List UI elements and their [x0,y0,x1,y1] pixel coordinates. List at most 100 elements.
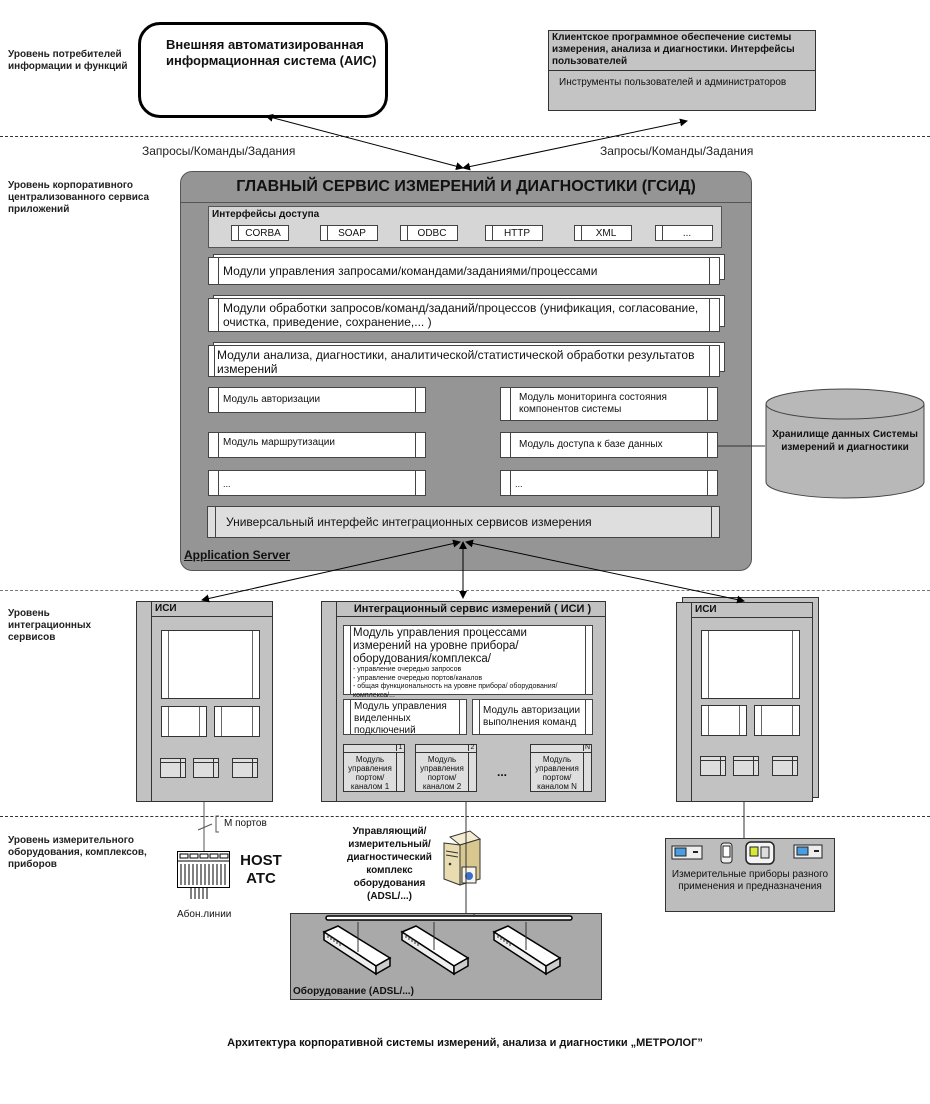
isi-small-block [232,758,258,778]
universal-interface[interactable]: Универсальный интерфейс интеграционных с… [207,506,720,538]
switch-icon-2 [398,922,478,985]
data-storage-label: Хранилище данных Системы измерений и диа… [772,429,918,453]
port-number: N [583,744,591,751]
isi-side-bar [322,602,337,801]
m-ports-bracket [215,815,219,833]
process-item: - общая функциональность на уровне прибо… [353,683,558,699]
control-modules[interactable]: Модули управления запросами/командами/за… [208,257,720,285]
port-module-2[interactable]: 2 Модуль управления портом/ каналом 2 [415,744,477,792]
monitoring-module-label: Модуль мониторинга состояния компонентов… [510,388,708,420]
port-label: Модуль управления портом/ каналом 1 [348,755,392,791]
analysis-modules[interactable]: Модули анализа, диагностики, аналитическ… [208,345,720,377]
auth-module-label: Модуль авторизации [218,388,416,412]
command-auth-module-label: Модуль авторизации выполнения команд [479,700,586,734]
protocol-http[interactable]: HTTP [485,225,543,241]
port-label: Модуль управления портом/ каналом 2 [420,755,464,791]
isi-block [161,630,260,699]
external-ais-box[interactable]: Внешняя автоматизированная информационна… [138,22,388,118]
port-header [344,745,404,753]
isi-block [701,705,747,736]
port-number: 1 [396,744,404,751]
switch-icon-1 [320,922,400,985]
gsid-title: ГЛАВНЫЙ СЕРВИС ИЗМЕРЕНИЙ И ДИАГНОСТИКИ (… [181,172,751,203]
application-server-label: Application Server [184,548,291,562]
universal-interface-label: Универсальный интерфейс интеграционных с… [215,507,712,537]
data-storage[interactable]: Хранилище данных Системы измерений и диа… [765,388,925,500]
isi-left[interactable]: ИСИ [136,601,273,802]
m-ports-label: М портов [224,818,267,829]
isi-block [701,630,800,699]
database-cylinder-icon [765,388,925,499]
process-control-module[interactable]: Модуль управления процессами измерений н… [343,625,593,699]
other-module-right-label: ... [510,471,708,495]
control-modules-label: Модули управления запросами/командами/за… [218,258,710,284]
auth-module[interactable]: Модуль авторизации [208,387,426,413]
arrow-ais-gsid [265,113,464,171]
port-module-1[interactable]: 1 Модуль управления портом/ каналом 1 [343,744,405,792]
routing-module-label: Модуль маршрутизации [218,433,416,457]
isi-side-bar [137,602,152,801]
level-separator [0,590,930,591]
switch-icon-3 [490,922,570,985]
routing-module[interactable]: Модуль маршрутизации [208,432,426,458]
port-divider [468,752,469,791]
requests-label-left: Запросы/Команды/Задания [142,144,296,158]
diagram-caption: Архитектура корпоративной системы измере… [227,1037,703,1049]
processing-modules-label: Модули обработки запросов/команд/заданий… [218,299,710,331]
db-access-module-label: Модуль доступа к базе данных [510,433,708,457]
monitoring-module[interactable]: Модуль мониторинга состояния компонентов… [500,387,718,421]
port-header [416,745,476,753]
isi-left-title: ИСИ [151,602,272,617]
protocol-xml[interactable]: XML [574,225,632,241]
line-m-ports-slash [197,823,213,831]
requests-label-right: Запросы/Команды/Задания [600,144,754,158]
isi-block [754,705,800,736]
process-item: - управление очередью запросов [353,666,462,673]
db-access-module[interactable]: Модуль доступа к базе данных [500,432,718,458]
processing-modules[interactable]: Модули обработки запросов/команд/заданий… [208,298,720,332]
level-separator [0,816,930,817]
client-software-box[interactable]: Клиентское программное обеспечение систе… [548,30,816,111]
port-module-n[interactable]: N Модуль управления портом/ каналом N [530,744,592,792]
process-item: - управление очередью портов/каналов [353,674,483,682]
protocol-odbc[interactable]: ODBC [400,225,458,241]
client-body: Инструменты пользователей и администрато… [559,77,787,88]
isi-right-title: ИСИ [691,603,812,618]
access-interfaces-label: Интерфейсы доступа [212,209,320,220]
server-icon [442,829,482,894]
client-header: Клиентское программное обеспечение систе… [549,31,815,71]
protocol-corba[interactable]: CORBA [231,225,289,241]
equipment-label: Оборудование (ADSL/...) [293,986,414,997]
other-module-left-label: ... [218,471,416,495]
measuring-instruments-label: Измерительные приборы разного применения… [671,869,829,892]
isi-main-title: Интеграционный сервис измерений ( ИСИ ) [336,602,605,617]
measuring-instruments-group[interactable]: Измерительные приборы разного применения… [665,838,835,912]
other-module-left[interactable]: ... [208,470,426,496]
analysis-modules-label: Модули анализа, диагностики, аналитическ… [214,346,710,376]
isi-small-block [733,756,759,776]
ais-label: Внешняя автоматизированная информационна… [166,37,377,68]
network-bus [294,908,604,999]
isi-small-block [700,756,726,776]
isi-block [214,706,260,737]
port-header [531,745,591,753]
host-atc-icon [177,851,233,906]
port-number: 2 [468,744,476,751]
port-label: Модуль управления портом/ каналом N [535,755,579,791]
isi-small-block [772,756,798,776]
access-interfaces-panel: Интерфейсы доступа CORBA SOAP ODBC HTTP … [208,206,722,248]
ports-ellipsis: ... [497,765,508,779]
dedicated-connections-module-label: Модуль управления виделенных подключений [350,700,460,736]
command-auth-module[interactable]: Модуль авторизации выполнения команд [472,699,593,735]
protocol-more[interactable]: ... [655,225,713,241]
isi-small-block [160,758,186,778]
process-control-module-title: Модуль управления процессами измерений н… [353,627,527,665]
dedicated-connections-module[interactable]: Модуль управления виделенных подключений [343,699,467,736]
other-module-right[interactable]: ... [500,470,718,496]
level-label-integration: Уровень интеграционных сервисов [8,608,92,643]
isi-right[interactable]: ИСИ [676,602,813,802]
protocol-soap[interactable]: SOAP [320,225,378,241]
isi-small-block [193,758,219,778]
level-label-equipment: Уровень измерительного оборудования, ком… [8,835,147,870]
port-divider [583,752,584,791]
